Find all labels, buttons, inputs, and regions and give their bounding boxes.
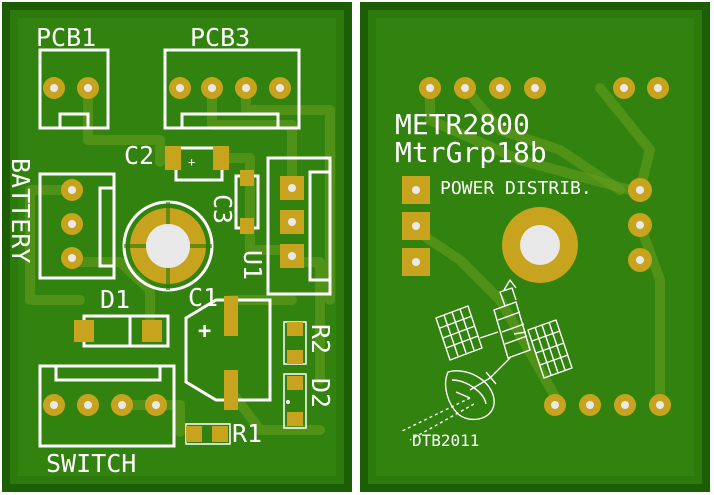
pcb3-key: [180, 112, 280, 130]
c3-pad-1: [240, 170, 254, 186]
switch-pads: [43, 394, 167, 416]
right-bottom-pads: [544, 394, 671, 416]
right-top-pads: [419, 77, 669, 99]
d1-pad-2: [142, 320, 162, 342]
r1-pad-2: [212, 426, 228, 442]
battery-pads: [61, 179, 83, 269]
c1-label: C1: [188, 283, 218, 312]
power-label: POWER DISTRIB.: [440, 178, 592, 199]
r1-label: R1: [232, 419, 262, 448]
c1-outline: [184, 298, 272, 402]
right-left-pads: [402, 176, 430, 276]
pcb1-label: PCB1: [36, 23, 96, 52]
d2-pad-2: [287, 412, 303, 426]
u1-pads: [280, 176, 304, 268]
group-label: MtrGrp18b: [395, 136, 547, 169]
d2-dot: [286, 400, 290, 404]
r2-pad-2: [287, 350, 303, 364]
battery-key: [98, 186, 116, 268]
pcb1-key: [58, 112, 90, 130]
c3-pad-2: [240, 218, 254, 234]
r1-pad-1: [186, 426, 202, 442]
c3-label: C3: [208, 194, 237, 224]
c2-pad-2: [213, 146, 229, 170]
board-divider: [352, 0, 360, 495]
right-board: METR2800 MtrGrp18b POWER DISTRIB. DTB201…: [360, 2, 710, 492]
c1-polarity: +: [198, 319, 211, 344]
pcb1-pads: [43, 77, 99, 99]
left-board: PCB1 PCB3 BATTERY + C2 C3: [2, 2, 352, 492]
right-traces: [410, 83, 665, 410]
c1-pad-2: [224, 370, 238, 410]
d2-label: D2: [306, 378, 335, 408]
u1-tab: [308, 170, 332, 282]
course-label: METR2800: [395, 108, 530, 141]
mounting-hole-left: [122, 200, 214, 292]
credit-label: DTB2011: [412, 431, 479, 450]
satellite-icon: [399, 279, 573, 441]
mounting-hole-right: [502, 207, 578, 283]
d1-pad-1: [74, 320, 94, 342]
c2-pad-1: [165, 146, 181, 170]
pcb3-label: PCB3: [190, 23, 250, 52]
right-right-pads: [628, 178, 652, 272]
r2-label: R2: [306, 324, 335, 354]
c1-pad-1: [224, 296, 238, 336]
switch-label: SWITCH: [46, 449, 136, 478]
d2-pad-1: [287, 376, 303, 390]
d1-label: D1: [100, 285, 130, 314]
u1-label: U1: [238, 250, 267, 280]
switch-key: [54, 364, 162, 382]
pcb3-pads: [169, 77, 291, 99]
c2-label: C2: [124, 141, 154, 170]
r2-pad-1: [287, 322, 303, 336]
battery-label: BATTERY: [6, 158, 35, 263]
d2-outline: [283, 373, 307, 429]
c2-polarity: +: [188, 155, 195, 169]
